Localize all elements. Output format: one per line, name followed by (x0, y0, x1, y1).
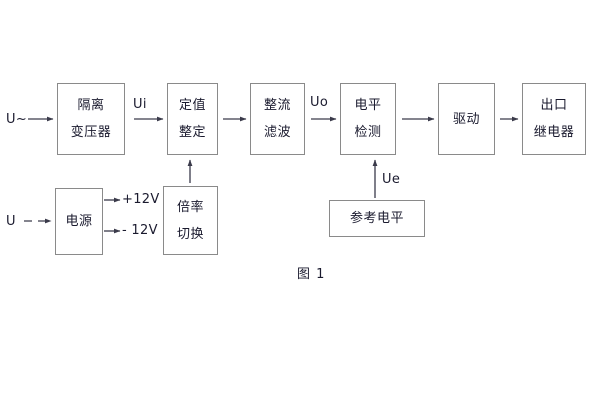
block-level-detection[interactable]: 电平 检测 (340, 83, 396, 155)
block-label-line: 隔离 (77, 98, 105, 113)
block-reference-level[interactable]: 参考电平 (329, 200, 425, 237)
block-label-line: 整定 (178, 125, 206, 140)
block-label-line: 定值 (178, 98, 206, 113)
block-label-line: 切换 (176, 226, 204, 242)
block-label-line: 参考电平 (349, 211, 404, 226)
block-setting-value[interactable]: 定值 整定 (167, 83, 218, 155)
label-signal-ui: Ui (133, 97, 147, 112)
label-signal-ue: Ue (382, 172, 401, 187)
block-drive[interactable]: 驱动 (438, 83, 495, 155)
block-label-line: 继电器 (533, 125, 575, 140)
label-supply-positive: +12V (122, 192, 160, 207)
block-label-line: 检测 (354, 125, 382, 140)
block-isolation-transformer[interactable]: 隔离 变压器 (57, 83, 125, 155)
block-power-supply[interactable]: 电源 (55, 188, 103, 255)
block-label-line: 出口 (540, 98, 568, 113)
label-input-ac: U~ (6, 112, 28, 127)
label-supply-negative: - 12V (122, 223, 158, 238)
block-output-relay[interactable]: 出口 继电器 (522, 83, 586, 155)
block-multiplier-switch[interactable]: 倍率 切换 (163, 186, 218, 255)
block-label-line: 整流 (263, 98, 291, 113)
figure-caption: 图 1 (297, 267, 326, 282)
block-label-line: 电平 (354, 98, 382, 113)
block-label-line: 驱动 (452, 111, 480, 127)
block-label-line: 电源 (65, 214, 93, 229)
label-input-dc: U (6, 214, 16, 229)
label-signal-uo: Uo (310, 95, 329, 110)
block-label-line: 滤波 (263, 125, 291, 140)
block-label-line: 变压器 (70, 125, 112, 140)
block-label-line: 倍率 (176, 199, 204, 215)
block-rectify-filter[interactable]: 整流 滤波 (250, 83, 305, 155)
